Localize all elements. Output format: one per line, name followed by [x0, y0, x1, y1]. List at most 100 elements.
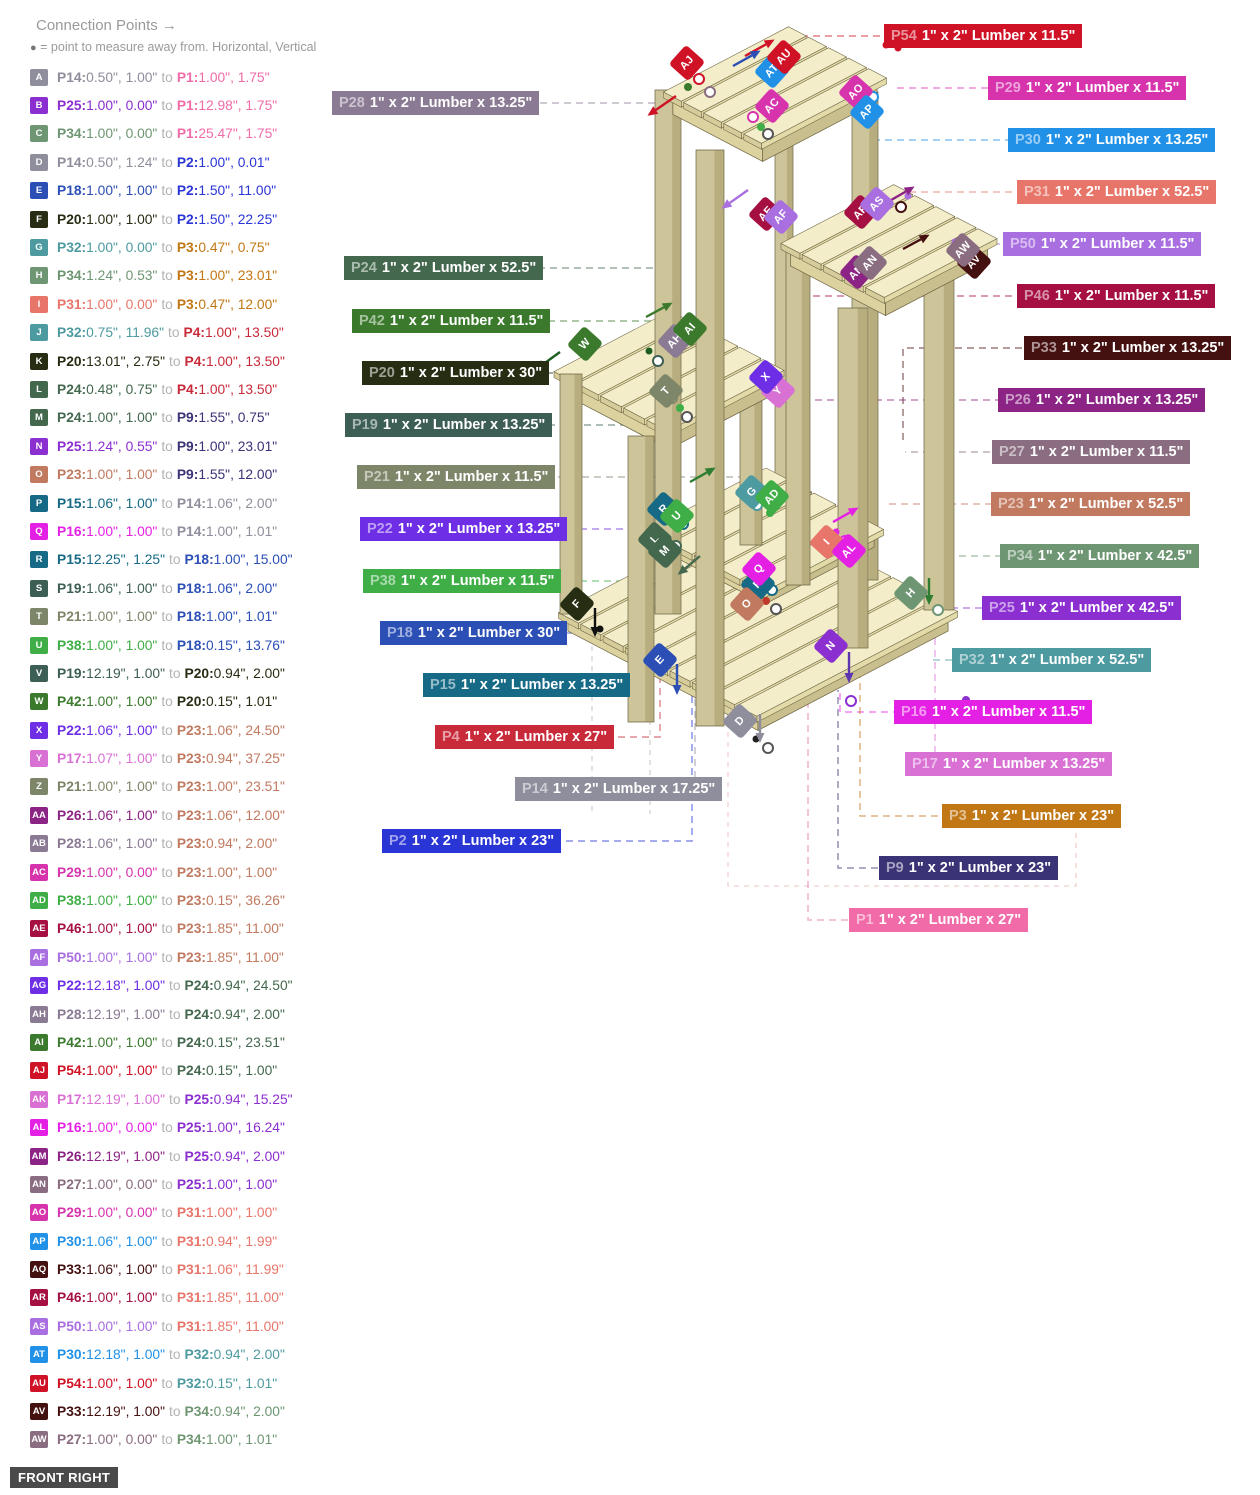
lumber-face — [869, 92, 878, 580]
connection-id-badge: R — [30, 551, 48, 569]
legend-text: = point to measure away from. Horizontal… — [40, 40, 317, 54]
lumber-face — [749, 50, 761, 60]
part-description: 1" x 2" Lumber x 11.5" — [921, 28, 1076, 44]
lumber-face — [723, 57, 867, 134]
connection-id-badge: O — [30, 466, 48, 484]
connection-id-badge: AT — [30, 1346, 48, 1364]
part-description: 1" x 2" Lumber x 13.25" — [397, 521, 561, 537]
connection-id-badge: AI — [30, 1033, 48, 1051]
connection-id-badge: D — [30, 153, 48, 171]
connection-id-badge: AM — [30, 1147, 48, 1165]
part-description: 1" x 2" Lumber x 13.25" — [369, 95, 533, 111]
connection-id-badge: P — [30, 494, 48, 512]
part-number: P15 — [430, 677, 456, 693]
part-number: P14 — [522, 781, 548, 797]
connection-id-badge: W — [30, 693, 48, 711]
leader-line — [902, 347, 1070, 445]
connection-id-badge: U — [30, 636, 48, 654]
connection-id-badge: AD — [30, 892, 48, 910]
lumber-face — [704, 467, 716, 477]
connection-id-badge: AG — [30, 977, 48, 995]
measure-point-dot — [895, 201, 907, 213]
connection-id-badge: AP — [30, 1232, 48, 1250]
connection-id-badge: AO — [30, 1204, 48, 1222]
part-number: P32 — [959, 652, 985, 668]
part-number: P29 — [995, 80, 1021, 96]
part-number: P33 — [1031, 340, 1057, 356]
connection-id-badge: AH — [30, 1005, 48, 1023]
leader-line — [807, 700, 920, 921]
lumber-face — [647, 106, 659, 116]
leader-line — [645, 306, 665, 319]
measure-point-dot — [652, 355, 664, 367]
leader-line — [729, 189, 749, 204]
connection-id-badge: AK — [30, 1090, 48, 1108]
lumber-face — [714, 150, 724, 726]
connection-id-badge: AQ — [30, 1261, 48, 1279]
part-description: 1" x 2" Lumber x 11.5" — [1029, 444, 1184, 460]
connection-id-badge: H — [30, 267, 48, 285]
measure-point-dot — [676, 404, 684, 412]
measure-point-dot — [904, 192, 912, 200]
part-description: 1" x 2" Lumber x 23" — [908, 860, 1052, 876]
connection-id-badge: AV — [30, 1403, 48, 1421]
measure-point-dot — [845, 695, 857, 707]
measure-point-dot — [762, 742, 774, 754]
part-number: P26 — [1005, 392, 1031, 408]
part-description: 1" x 2" Lumber x 13.25" — [1061, 340, 1225, 356]
part-description: 1" x 2" Lumber x 11.5" — [1025, 80, 1180, 96]
part-description: 1" x 2" Lumber x 11.5" — [394, 469, 549, 485]
connection-id-badge: G — [30, 239, 48, 257]
part-number: P21 — [364, 469, 390, 485]
leader-line — [832, 511, 851, 524]
connection-id-badge: V — [30, 664, 48, 682]
part-number: P23 — [998, 496, 1024, 512]
part-description: 1" x 2" Lumber x 13.25" — [1035, 392, 1199, 408]
connection-id-badge: AW — [30, 1431, 48, 1449]
part-number: P2 — [389, 833, 407, 849]
part-number: P50 — [1010, 236, 1036, 252]
part-description: 1" x 2" Lumber x 11.5" — [1054, 288, 1209, 304]
connection-id-badge: N — [30, 437, 48, 455]
part-number: P54 — [891, 28, 917, 44]
connection-id-badge: C — [30, 125, 48, 143]
connection-id-badge: L — [30, 380, 48, 398]
lumber-face — [801, 246, 810, 585]
part-description: 1" x 2" Lumber x 13.25" — [942, 756, 1106, 772]
part-number: P18 — [387, 625, 413, 641]
connection-id-badge: X — [30, 721, 48, 739]
